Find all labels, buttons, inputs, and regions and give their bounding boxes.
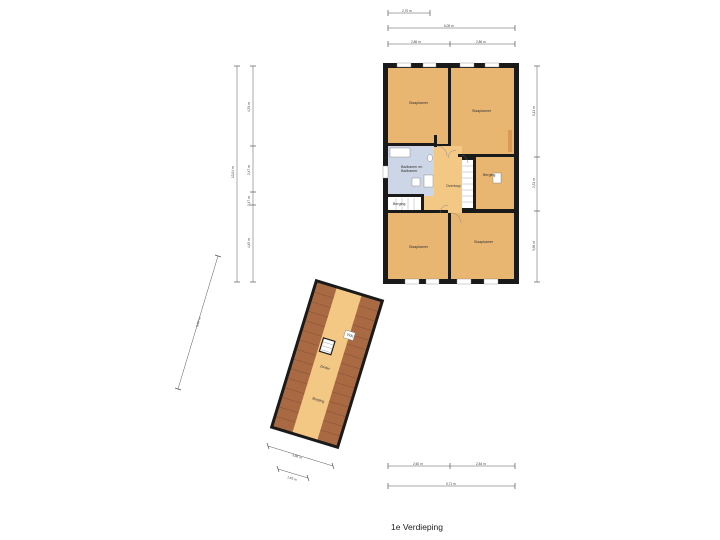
window [425,278,440,285]
bathtub [389,147,411,158]
attic-dimensions: 3,86 m 1,63 m [266,442,335,482]
label-dakkapel: Berging [312,396,325,403]
window [396,62,412,68]
label-overloop: Overloop [446,184,461,188]
dim-right-3: 3,96 m [532,241,536,251]
label-trapgat: Berging [393,202,405,206]
dim-bottom-total: 5,71 m [446,482,456,486]
sink [411,177,421,187]
dim-bottom-right: 2,84 m [476,462,486,466]
label-vide: Vide [346,332,354,338]
window [404,278,420,285]
dim-left-1: 4,51 m [247,102,251,112]
window [382,165,389,179]
room-slaapkamer-sw [388,213,448,279]
dim-top-small: 2,70 m [402,9,412,13]
dim-left-total: 12,04 m [231,166,235,178]
label-slaapkamer-nw: Slaapkamer [409,101,429,105]
room-slaapkamer-nw [388,68,448,144]
dim-attic-bottom-small: 1,63 m [287,475,298,482]
dim-top-right: 2,86 m [476,40,486,44]
label-slaapkamer-ne: Slaapkamer [472,109,492,113]
dim-left-2: 2,47 m [247,165,251,175]
dim-attic-bottom: 3,86 m [292,453,303,460]
room-trapgat [388,197,424,211]
top-dimensions: 2,70 m 6,05 m 2,86 m 2,86 m [387,9,516,47]
plan-title: 1e Verdieping [391,522,443,532]
window [484,62,500,68]
right-dimensions: 5,11 m 2,31 m 3,96 m [532,65,540,283]
washer [492,172,502,184]
toilet [427,154,433,162]
dim-left-3: 0,47 m [247,196,251,206]
window [422,62,437,68]
diagonal-dimension: 8,90 m [174,254,222,391]
label-zolder: Zolder [320,364,332,371]
attic-walkable-zone [292,288,362,440]
bottom-dimensions: 2,60 m 2,84 m 5,71 m [387,462,516,489]
label-slaapkamer-sw: Slaapkamer [409,245,429,249]
dim-right-2: 2,31 m [532,178,536,188]
dim-left-4: 4,45 m [247,238,251,248]
window [483,278,499,285]
label-berging: Berging [483,173,495,177]
roof-hatching [276,292,378,436]
shower [423,174,434,188]
label-slaapkamer-se: Slaapkamer [474,240,494,244]
radiator [508,130,512,152]
dim-bottom-left: 2,60 m [413,462,423,466]
attic-vide [343,329,356,341]
window [459,62,475,68]
dim-top-total: 6,05 m [444,24,454,28]
dim-diagonal: 8,90 m [195,316,202,327]
left-dimensions: 12,04 m 4,51 m 2,47 m 0,47 m 4,45 m [231,65,256,283]
attic-floor: Vide Zolder Berging [269,278,385,450]
dim-right-1: 5,11 m [532,106,536,116]
window [456,278,472,285]
room-slaapkamer-se [451,213,514,279]
dim-top-left: 2,86 m [411,40,421,44]
room-slaapkamer-ne [451,68,514,155]
room-berging [476,157,514,211]
